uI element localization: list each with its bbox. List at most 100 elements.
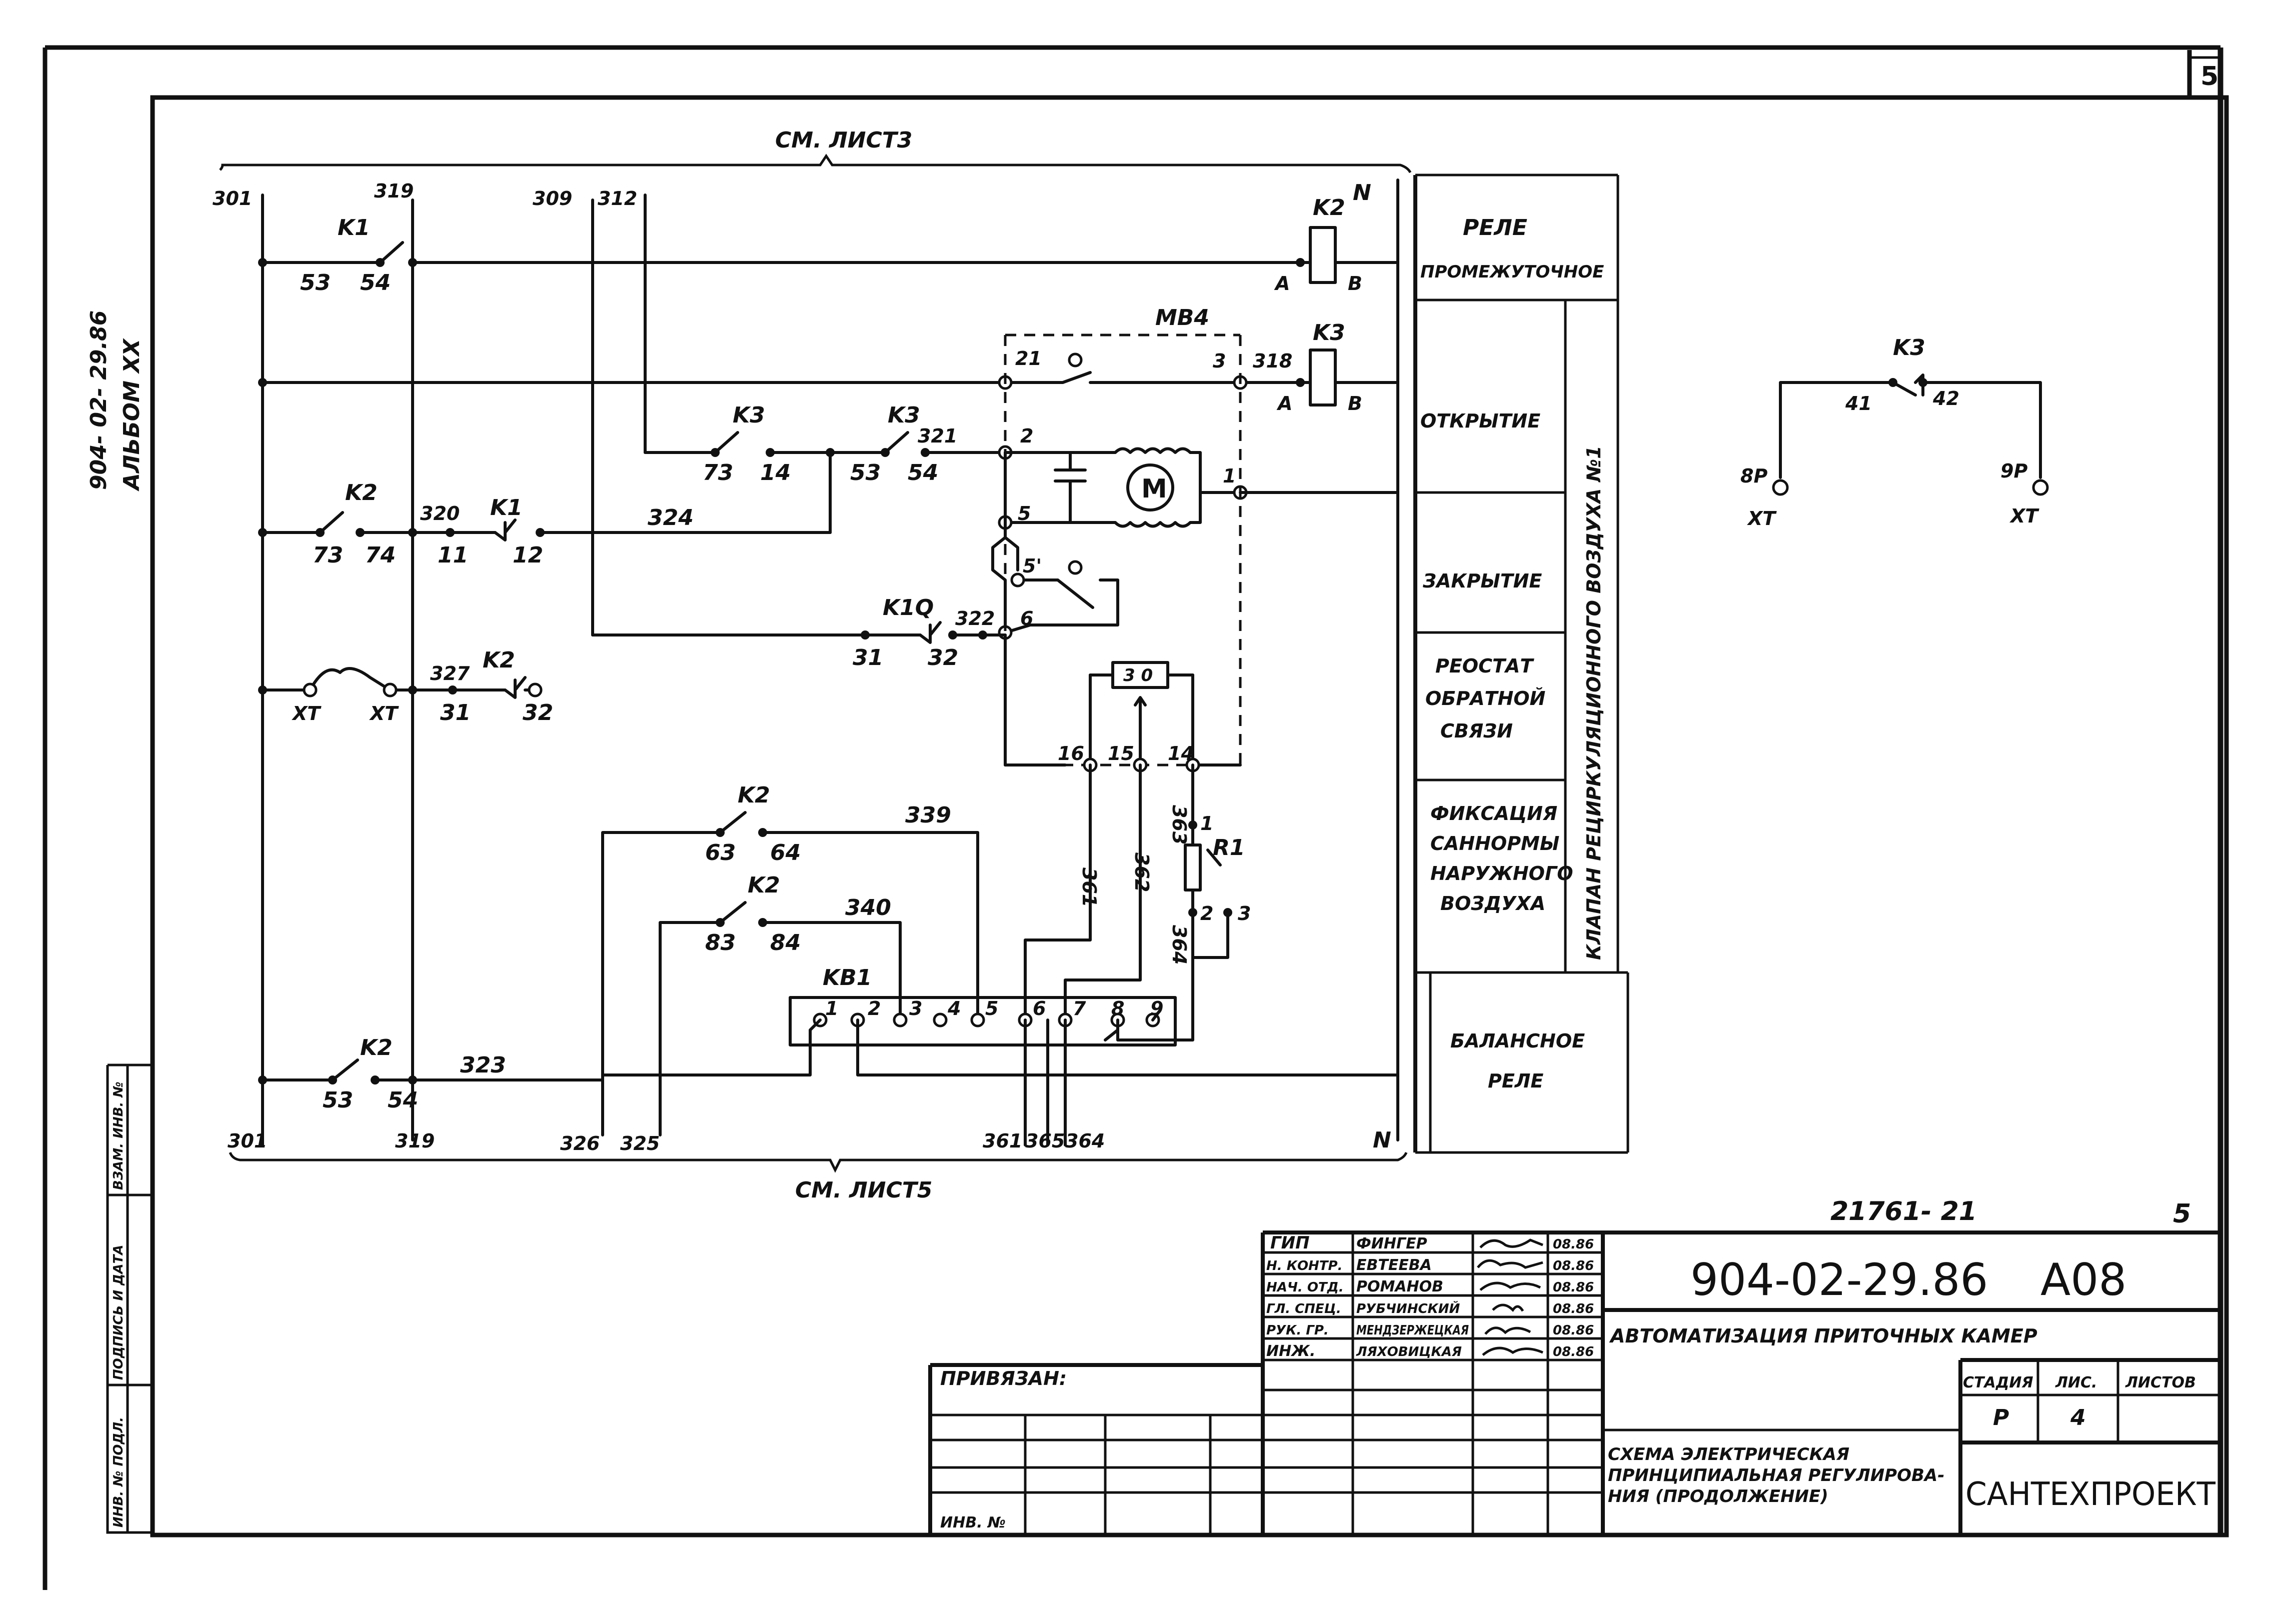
label-53-r1: 53 (300, 270, 331, 296)
label-74-r4: 74 (365, 542, 396, 568)
label-324: 324 (648, 505, 694, 530)
label-340: 340 (845, 895, 891, 920)
label-9p: 9P (2000, 460, 2027, 482)
label-319-top: 319 (374, 180, 414, 202)
tb-name-3: РУБЧИНСКИЙ (1356, 1300, 1460, 1316)
legend-rheostat-3: СВЯЗИ (1440, 720, 1513, 742)
label-node1: 1 (1223, 465, 1236, 487)
k3-detail (1772, 374, 2049, 496)
label-42: 42 (1932, 388, 1959, 410)
tb-name-1: ЕВТЕЕВА (1356, 1256, 1432, 1274)
title-block-grid (928, 1230, 2220, 1535)
label-54-r7: 54 (388, 1088, 418, 1113)
tb-doc-code: 904-02-29.86 (1690, 1254, 1988, 1306)
label-362-vert: 362 (1131, 852, 1153, 892)
label-326: 326 (560, 1132, 600, 1154)
tb-stage-label: СТАДИЯ (1963, 1374, 2033, 1392)
label-kb1-8: 8 (1111, 998, 1124, 1020)
motor-label: M (1141, 474, 1167, 504)
tb-inv-label: ИНВ. № (940, 1514, 1006, 1532)
label-12: 12 (513, 542, 543, 568)
rheostat-block (1004, 661, 1242, 772)
label-mb4: MB4 (1155, 305, 1209, 330)
label-kb1-1: 1 (825, 998, 838, 1020)
label-83: 83 (705, 930, 736, 956)
label-319-bottom: 319 (395, 1130, 435, 1152)
tb-date-4: 08.86 (1553, 1323, 1594, 1338)
label-k1-r4: K1 (490, 495, 523, 520)
tb-bound-label: ПРИВЯЗАН: (940, 1368, 1067, 1390)
legend-balance-1: БАЛАНСНОЕ (1450, 1030, 1585, 1052)
tb-date-1: 08.86 (1553, 1258, 1594, 1274)
label-301-top: 301 (213, 188, 252, 210)
label-k2-83: K2 (748, 872, 780, 898)
label-k2-63: K2 (738, 782, 770, 808)
label-361-vert: 361 (1078, 868, 1100, 907)
label-k3-detail: K3 (1893, 335, 1925, 360)
row-k2-close (258, 511, 832, 542)
label-15: 15 (1108, 742, 1134, 764)
tb-name-0: ФИНГЕР (1356, 1235, 1427, 1252)
tb-date-3: 08.86 (1553, 1302, 1594, 1316)
tb-name-2: РОМАНОВ (1356, 1278, 1443, 1296)
diagram-labels: 301 319 309 312 N K1 53 54 K2 A B MB4 21… (213, 180, 2039, 1154)
legend-valve-group: КЛАПАН РЕЦИРКУЛЯЦИОННОГО ВОЗДУХА №1 (1583, 446, 1605, 960)
tb-sheets-label: ЛИСТОВ (2125, 1374, 2196, 1392)
label-kb1-2: 2 (868, 998, 881, 1020)
tb-date-2: 08.86 (1553, 1280, 1594, 1295)
row-k3-open (644, 431, 1013, 534)
tb-role-0: ГИП (1270, 1233, 1310, 1253)
label-kb1-6: 6 (1033, 998, 1046, 1020)
label-k2-relay: K2 (1313, 195, 1345, 220)
label-41: 41 (1845, 392, 1872, 414)
label-kb1-5: 5 (985, 998, 998, 1020)
label-54-r1: 54 (360, 270, 391, 296)
label-xt-1: XT (292, 702, 322, 724)
tb-role-5: ИНЖ. (1266, 1342, 1315, 1360)
label-365: 365 (1025, 1130, 1065, 1152)
label-63: 63 (705, 840, 736, 866)
label-k3-b: K3 (888, 402, 920, 428)
label-16: 16 (1058, 742, 1084, 764)
inventory-sheet: 5 (2173, 1199, 2191, 1229)
legend-rheostat-1: РЕОСТАТ (1435, 655, 1534, 677)
label-r1-p1: 1 (1200, 812, 1213, 834)
row-k2-53 (258, 1058, 604, 1084)
sheet-frames (43, 45, 2229, 1590)
tb-date-5: 08.86 (1553, 1344, 1594, 1360)
side-stamp-sign-date: ПОДПИСЬ И ДАТА (111, 1245, 126, 1380)
label-kb1-3: 3 (909, 998, 922, 1020)
label-kb1-7: 7 (1073, 998, 1086, 1020)
tb-role-4: РУК. ГР. (1266, 1323, 1329, 1338)
label-11: 11 (438, 542, 468, 568)
label-8p: 8P (1740, 465, 1767, 487)
tb-drawing-title-2: ПРИНЦИПИАЛЬНАЯ РЕГУЛИРОВА- (1608, 1466, 1944, 1486)
label-xt-2: XT (369, 702, 399, 724)
motor-block (998, 447, 1399, 530)
label-k3-relay: K3 (1313, 320, 1345, 346)
tb-project: АВТОМАТИЗАЦИЯ ПРИТОЧНЫХ КАМЕР (1609, 1325, 2037, 1347)
label-323: 323 (460, 1052, 506, 1078)
label-kb1-9: 9 (1150, 998, 1163, 1020)
label-b-r1: B (1348, 272, 1362, 294)
page-corner-number: 5 (2200, 62, 2218, 92)
label-301-bottom: 301 (228, 1130, 267, 1152)
label-node6: 6 (1020, 608, 1033, 630)
side-stamp-inv-orig: ИНВ. № ПОДЛ. (111, 1417, 126, 1528)
label-kb1-4: 4 (947, 998, 961, 1020)
label-73-r3: 73 (703, 460, 733, 486)
legend-table (1413, 174, 1629, 1154)
label-364-vert: 364 (1168, 925, 1190, 964)
label-node5p: 5' (1023, 555, 1042, 577)
label-364-bottom: 364 (1065, 1130, 1105, 1152)
kb1-block (601, 996, 1399, 1146)
tb-organization: САНТЕХПРОЕКТ (1965, 1476, 2216, 1513)
mb4-housing (1004, 334, 1242, 766)
label-53-r3: 53 (850, 460, 881, 486)
label-a-r2: A (1276, 392, 1292, 414)
label-73-r4: 73 (313, 542, 343, 568)
tb-signatures (1477, 1238, 1543, 1356)
label-339: 339 (905, 802, 951, 828)
limit-switch-block (991, 521, 1119, 640)
row-k2-63 (601, 811, 979, 1136)
